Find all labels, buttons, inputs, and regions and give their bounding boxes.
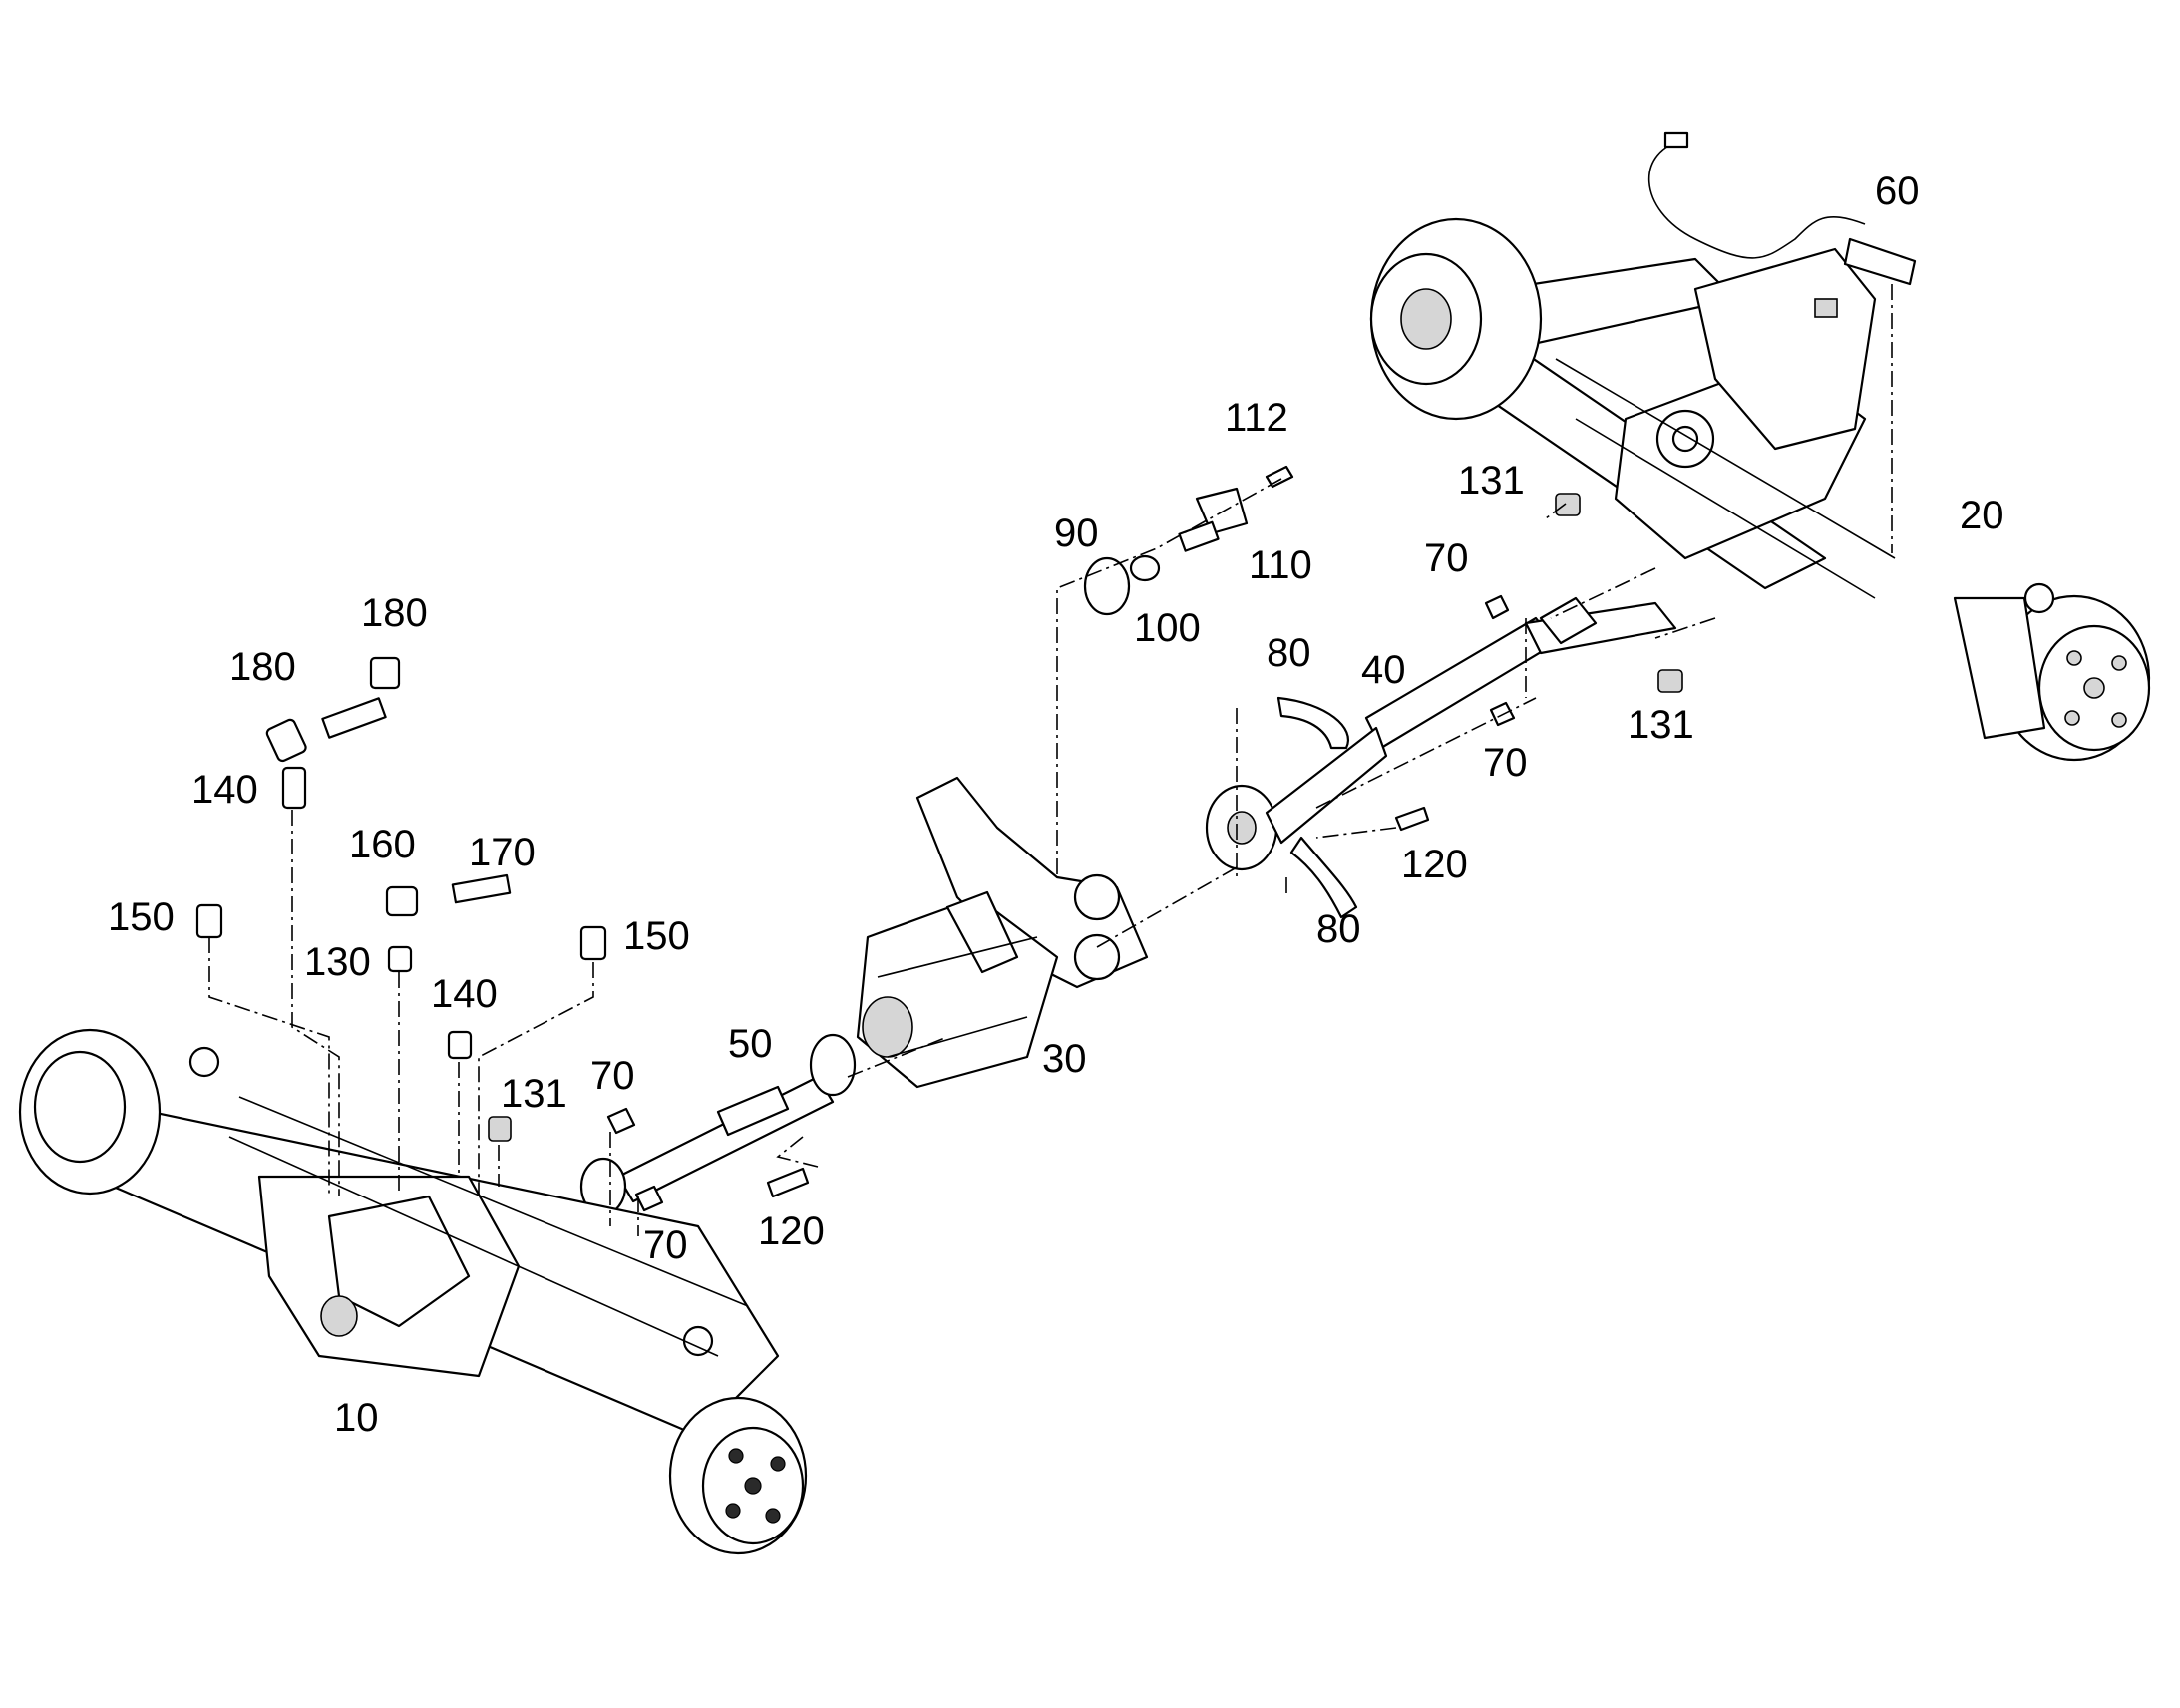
callout-150: 150 bbox=[623, 914, 690, 958]
callout-70: 70 bbox=[590, 1054, 635, 1098]
callout-50: 50 bbox=[728, 1022, 773, 1066]
propshaft-40 bbox=[1205, 596, 1677, 871]
callout-112: 112 bbox=[1225, 396, 1288, 440]
callout-70: 70 bbox=[1483, 741, 1528, 785]
callout-30: 30 bbox=[1042, 1037, 1087, 1081]
clamps-70-front bbox=[606, 1107, 664, 1212]
shields-80 bbox=[1276, 696, 1358, 919]
callout-170: 170 bbox=[469, 831, 536, 874]
callout-140: 140 bbox=[431, 972, 498, 1016]
callout-180: 180 bbox=[361, 591, 428, 635]
callout-40: 40 bbox=[1361, 648, 1406, 692]
callout-180: 180 bbox=[229, 645, 296, 689]
callout-20: 20 bbox=[1960, 494, 2004, 537]
callout-110: 110 bbox=[1249, 543, 1312, 587]
bolt-120-left bbox=[766, 1167, 810, 1198]
callout-90: 90 bbox=[1054, 512, 1099, 555]
callout-10: 10 bbox=[334, 1396, 379, 1440]
propshaft-50 bbox=[579, 1033, 857, 1216]
callout-120: 120 bbox=[758, 1209, 825, 1253]
sensor-group bbox=[1083, 465, 1294, 616]
sensor-cable-60 bbox=[1647, 131, 1917, 286]
callout-120: 120 bbox=[1401, 843, 1468, 886]
callout-100: 100 bbox=[1134, 606, 1201, 650]
callout-70: 70 bbox=[643, 1223, 688, 1267]
callout-131: 131 bbox=[1628, 703, 1694, 747]
callout-80: 80 bbox=[1316, 907, 1361, 951]
bolts-131-rear bbox=[1555, 493, 1683, 693]
rear-axle-assembly bbox=[1369, 217, 2151, 762]
transfer-case-30 bbox=[856, 776, 1149, 1089]
bolt-120-right bbox=[1394, 806, 1430, 832]
callout-150: 150 bbox=[108, 895, 175, 939]
front-axle-assembly bbox=[18, 1028, 808, 1555]
callout-160: 160 bbox=[349, 823, 416, 866]
leader-lines bbox=[208, 284, 1893, 1236]
callout-80: 80 bbox=[1267, 631, 1311, 675]
hydraulic-fittings bbox=[195, 656, 607, 1142]
callout-140: 140 bbox=[191, 768, 258, 812]
callout-60: 60 bbox=[1875, 170, 1920, 213]
callout-131: 131 bbox=[1458, 459, 1525, 503]
callout-labels: 60 20 112 131 90 110 100 70 80 40 131 70… bbox=[108, 170, 2004, 1440]
callout-130: 130 bbox=[304, 940, 371, 984]
callout-70: 70 bbox=[1424, 536, 1469, 580]
clamps-70-rear bbox=[1484, 594, 1516, 727]
callout-131: 131 bbox=[501, 1072, 567, 1116]
